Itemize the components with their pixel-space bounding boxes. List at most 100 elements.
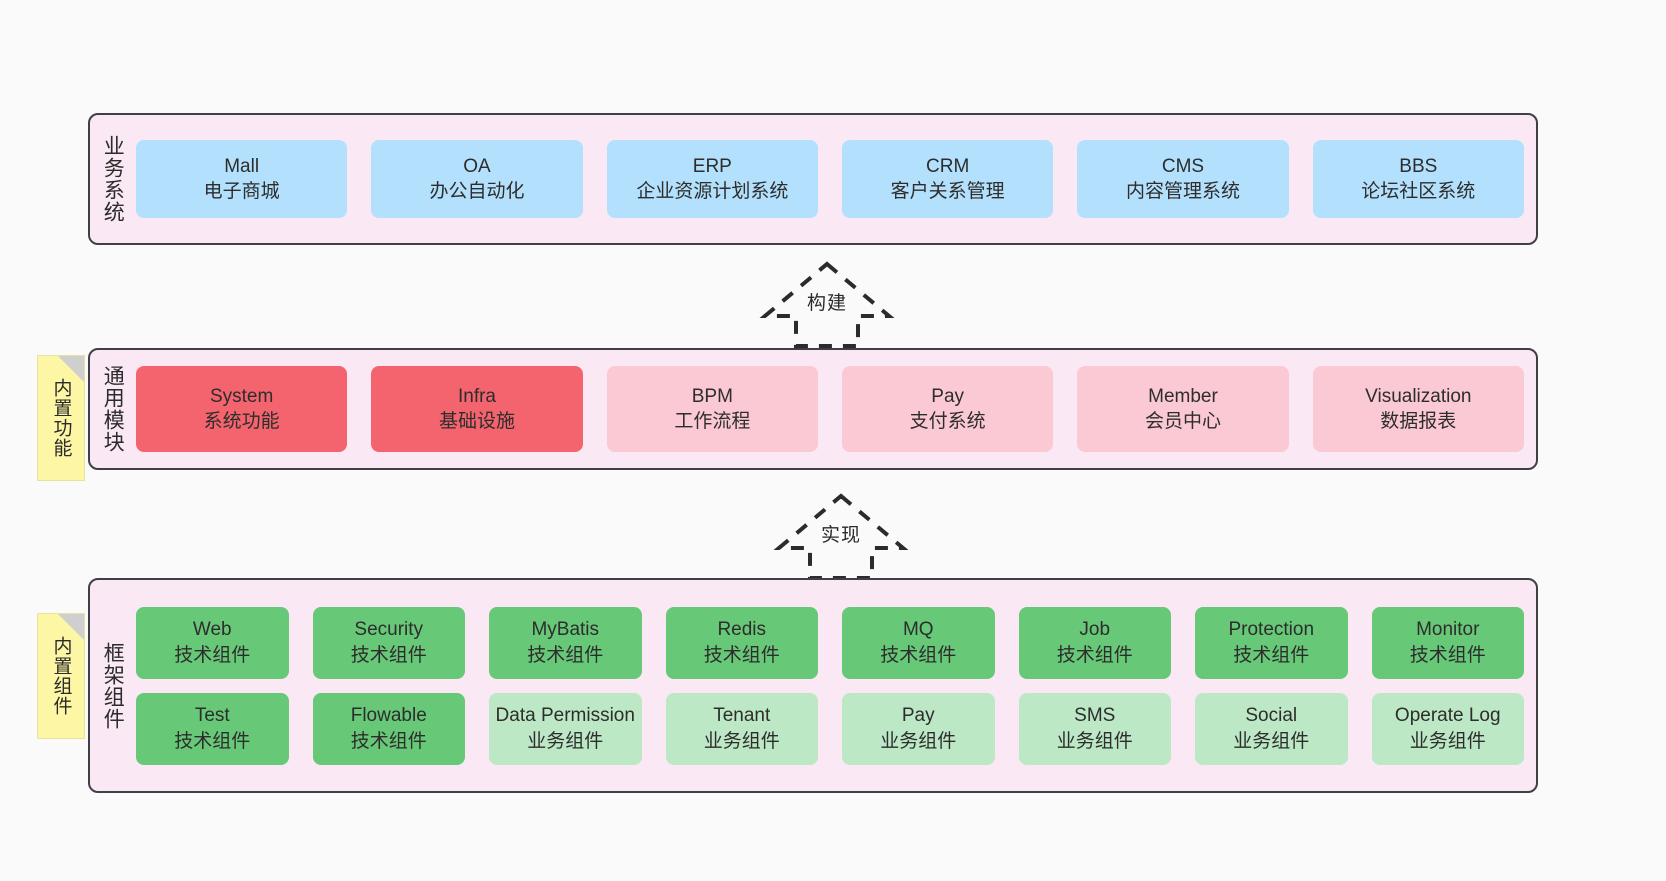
card-title: BBS: [1399, 155, 1438, 177]
note-built-in-features: 内置功能: [37, 355, 85, 481]
card-title: Security: [354, 619, 424, 641]
card-subtitle: 业务组件: [1409, 730, 1486, 752]
connector-build-label: 构建: [806, 293, 847, 314]
layer-label-common: 通用模块: [101, 365, 125, 453]
layer-panel-business: 业务系统 Mall 电子商城 OA 办公自动化 ERP 企业资源计划系统 CRM…: [88, 113, 1538, 245]
card-mq[interactable]: MQ 技术组件: [842, 606, 995, 679]
card-subtitle: 支付系统: [909, 411, 986, 432]
card-title: Job: [1079, 619, 1111, 641]
card-title: MyBatis: [531, 619, 600, 641]
card-title: Member: [1148, 385, 1218, 407]
card-test[interactable]: Test 技术组件: [136, 692, 289, 765]
card-monitor[interactable]: Monitor 技术组件: [1371, 606, 1524, 679]
card-subtitle: 技术组件: [527, 644, 604, 666]
card-security[interactable]: Security 技术组件: [312, 606, 465, 679]
layer-body-business: Mall 电子商城 OA 办公自动化 ERP 企业资源计划系统 CRM 客户关系…: [134, 115, 1536, 243]
card-subtitle: 内容管理系统: [1125, 181, 1240, 202]
card-title: Redis: [717, 619, 767, 641]
card-title: OA: [463, 155, 491, 177]
card-oa[interactable]: OA 办公自动化: [371, 140, 583, 218]
card-job[interactable]: Job 技术组件: [1018, 606, 1171, 679]
card-row: System 系统功能 Infra 基础设施 BPM 工作流程 Pay 支付系统…: [136, 366, 1524, 452]
card-social[interactable]: Social 业务组件: [1195, 692, 1348, 765]
card-crm[interactable]: CRM 客户关系管理: [841, 140, 1054, 218]
card-subtitle: 业务组件: [703, 730, 780, 752]
card-erp[interactable]: ERP 企业资源计划系统: [606, 140, 818, 218]
card-mybatis[interactable]: MyBatis 技术组件: [489, 606, 642, 679]
card-subtitle: 系统功能: [203, 411, 280, 432]
card-title: System: [209, 385, 274, 407]
card-row: Web 技术组件 Security 技术组件 MyBatis 技术组件 Redi…: [136, 606, 1524, 679]
layer-body-framework: Web 技术组件 Security 技术组件 MyBatis 技术组件 Redi…: [134, 580, 1536, 791]
connector-implement: 实现: [772, 490, 910, 582]
card-title: SMS: [1074, 705, 1116, 727]
card-member[interactable]: Member 会员中心: [1077, 366, 1289, 452]
card-subtitle: 业务组件: [880, 730, 957, 752]
card-title: BPM: [691, 385, 733, 407]
card-bbs[interactable]: BBS 论坛社区系统: [1312, 140, 1524, 218]
card-subtitle: 基础设施: [438, 411, 515, 432]
card-subtitle: 技术组件: [174, 644, 251, 666]
card-subtitle: 技术组件: [880, 644, 957, 666]
card-title: Monitor: [1416, 619, 1480, 641]
connector-build: 构建: [758, 258, 896, 350]
card-title: Web: [192, 619, 232, 641]
card-system[interactable]: System 系统功能: [136, 366, 348, 452]
card-subtitle: 业务组件: [1233, 730, 1310, 752]
card-pay[interactable]: Pay 支付系统: [841, 366, 1054, 452]
card-row: Mall 电子商城 OA 办公自动化 ERP 企业资源计划系统 CRM 客户关系…: [136, 140, 1524, 218]
card-title: Flowable: [350, 705, 427, 727]
note-built-in-components: 内置组件: [37, 613, 85, 739]
layer-body-common: System 系统功能 Infra 基础设施 BPM 工作流程 Pay 支付系统…: [134, 350, 1536, 468]
card-cms[interactable]: CMS 内容管理系统: [1077, 140, 1289, 218]
card-title: Tenant: [713, 705, 771, 727]
card-subtitle: 企业资源计划系统: [636, 181, 789, 202]
card-title: Pay: [901, 705, 935, 727]
note-label: 内置功能: [50, 378, 72, 458]
card-redis[interactable]: Redis 技术组件: [665, 606, 818, 679]
card-flowable[interactable]: Flowable 技术组件: [312, 692, 465, 765]
card-subtitle: 技术组件: [703, 644, 780, 666]
card-protection[interactable]: Protection 技术组件: [1195, 606, 1348, 679]
card-title: ERP: [692, 155, 732, 177]
card-subtitle: 技术组件: [1233, 644, 1310, 666]
card-title: Social: [1245, 705, 1298, 727]
card-subtitle: 技术组件: [1409, 644, 1486, 666]
card-infra[interactable]: Infra 基础设施: [371, 366, 583, 452]
card-subtitle: 客户关系管理: [890, 181, 1005, 202]
card-subtitle: 技术组件: [174, 730, 251, 752]
card-visualization[interactable]: Visualization 数据报表: [1312, 366, 1524, 452]
card-pay-business[interactable]: Pay 业务组件: [842, 692, 995, 765]
card-operate-log[interactable]: Operate Log 业务组件: [1371, 692, 1524, 765]
layer-panel-common: 通用模块 System 系统功能 Infra 基础设施 BPM 工作流程 Pay…: [88, 348, 1538, 470]
card-web[interactable]: Web 技术组件: [136, 606, 289, 679]
card-title: Infra: [457, 385, 496, 407]
card-subtitle: 工作流程: [674, 411, 751, 432]
card-data-permission[interactable]: Data Permission 业务组件: [489, 692, 642, 765]
card-tenant[interactable]: Tenant 业务组件: [665, 692, 818, 765]
card-subtitle: 业务组件: [527, 730, 604, 752]
card-title: Data Permission: [495, 705, 635, 727]
card-subtitle: 技术组件: [350, 730, 427, 752]
card-subtitle: 电子商城: [203, 181, 280, 202]
card-title: CRM: [926, 155, 970, 177]
card-subtitle: 办公自动化: [429, 181, 525, 202]
card-title: MQ: [902, 619, 934, 641]
card-subtitle: 数据报表: [1380, 411, 1457, 432]
card-title: Protection: [1228, 619, 1315, 641]
note-label: 内置组件: [50, 636, 72, 716]
card-title: CMS: [1161, 155, 1205, 177]
card-subtitle: 论坛社区系统: [1361, 181, 1476, 202]
card-title: Test: [194, 705, 230, 727]
card-mall[interactable]: Mall 电子商城: [136, 140, 348, 218]
card-sms[interactable]: SMS 业务组件: [1018, 692, 1171, 765]
card-subtitle: 技术组件: [1056, 644, 1133, 666]
layer-panel-framework: 框架组件 Web 技术组件 Security 技术组件 MyBatis 技术组件…: [88, 578, 1538, 793]
layer-label-framework: 框架组件: [101, 641, 125, 730]
card-bpm[interactable]: BPM 工作流程: [606, 366, 818, 452]
card-subtitle: 业务组件: [1056, 730, 1133, 752]
card-title: Visualization: [1365, 385, 1472, 407]
card-title: Operate Log: [1394, 705, 1501, 727]
card-subtitle: 技术组件: [350, 644, 427, 666]
